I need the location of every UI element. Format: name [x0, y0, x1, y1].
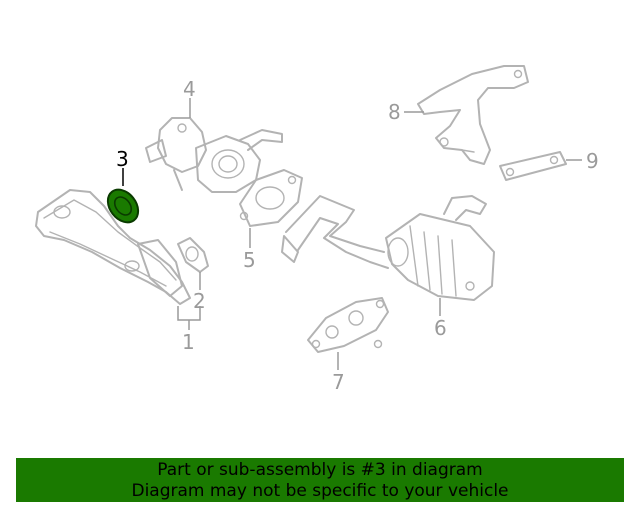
leader-lines — [122, 98, 582, 370]
part-2-gasket — [177, 237, 209, 273]
part-5-flange-gasket — [239, 169, 303, 227]
banner-line-1: Part or sub-assembly is #3 in diagram — [157, 460, 483, 480]
part-6-egr-cooler — [281, 195, 495, 301]
callout-2: 2 — [193, 289, 206, 313]
banner-line-2: Diagram may not be specific to your vehi… — [131, 481, 509, 501]
callout-6: 6 — [434, 316, 447, 340]
callout-9: 9 — [586, 149, 599, 173]
callout-7: 7 — [332, 370, 345, 394]
part-9-pipe — [499, 151, 567, 181]
callout-8: 8 — [388, 100, 401, 124]
part-4-egr-valve — [145, 117, 283, 193]
callout-3: 3 — [116, 147, 129, 171]
part-7-cooler-gasket — [307, 297, 389, 353]
parts-diagram: 4 3 5 2 1 8 9 6 7 — [35, 65, 599, 394]
part-1-cooler-bar — [35, 189, 191, 305]
callout-5: 5 — [243, 248, 256, 272]
part-8-bracket — [417, 65, 529, 165]
part-3-seal — [106, 188, 140, 224]
callout-4: 4 — [183, 77, 196, 101]
callout-1: 1 — [182, 330, 195, 354]
info-banner: Part or sub-assembly is #3 in diagram Di… — [16, 458, 624, 502]
